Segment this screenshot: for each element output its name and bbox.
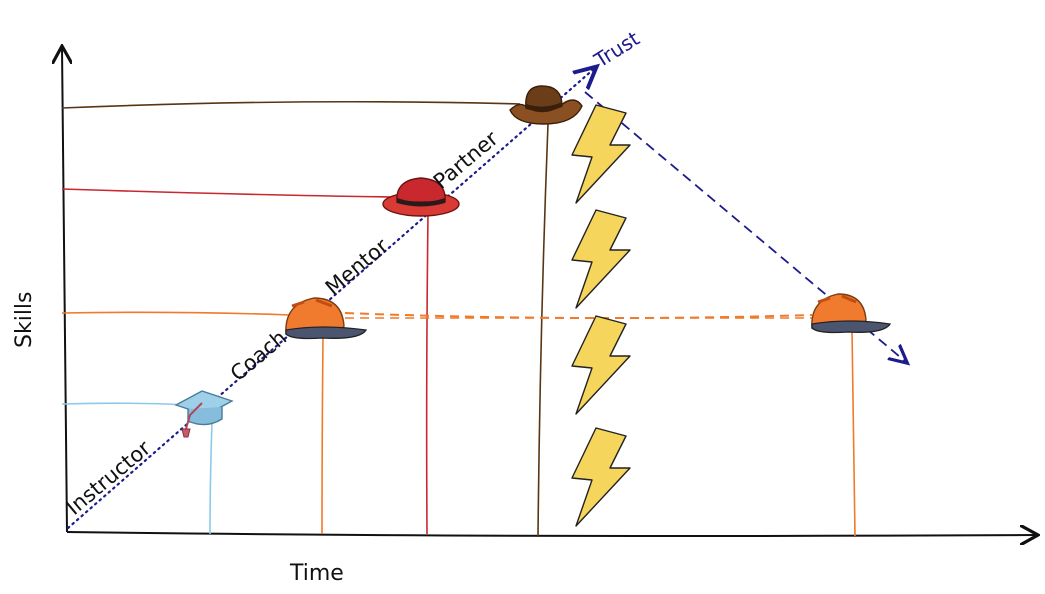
coach-return-dashed-line bbox=[344, 312, 813, 320]
partner-skill-line bbox=[61, 100, 521, 109]
baseball-cap-icon bbox=[285, 297, 368, 340]
lightning-bolt-icon bbox=[571, 104, 631, 204]
role-label-mentor: Mentor bbox=[321, 234, 393, 300]
y-axis-label: Skills bbox=[12, 291, 37, 348]
role-label-instructor: Instructor bbox=[62, 436, 156, 520]
trust-decline-line bbox=[584, 91, 906, 362]
cowboy-hat-icon bbox=[509, 85, 583, 125]
trust-dotted-line bbox=[66, 68, 595, 530]
x-axis-label: Time bbox=[289, 561, 344, 586]
lightning-bolt-icon bbox=[571, 315, 631, 415]
fedora-icon bbox=[382, 177, 460, 217]
trust-label: Trust bbox=[589, 26, 644, 73]
mentor-drop-line bbox=[425, 213, 429, 535]
graduation-cap-icon bbox=[174, 390, 234, 438]
mentor-skill-line bbox=[61, 188, 393, 198]
instructor-skill-line bbox=[61, 402, 191, 406]
partner-drop-line bbox=[537, 123, 549, 537]
instructor-drop-line bbox=[209, 421, 213, 535]
role-label-partner: Partner bbox=[429, 126, 503, 194]
coach-skill-line bbox=[61, 311, 291, 316]
lightning-bolt-icon bbox=[571, 427, 631, 527]
y-axis bbox=[62, 48, 67, 533]
role-label-coach: Coach bbox=[226, 326, 291, 386]
coach-drop-line bbox=[321, 335, 324, 535]
return-hat-icon bbox=[811, 293, 892, 334]
lightning-bolt-icon bbox=[571, 209, 631, 309]
return-drop-line bbox=[851, 329, 856, 537]
x-axis bbox=[66, 532, 1036, 536]
